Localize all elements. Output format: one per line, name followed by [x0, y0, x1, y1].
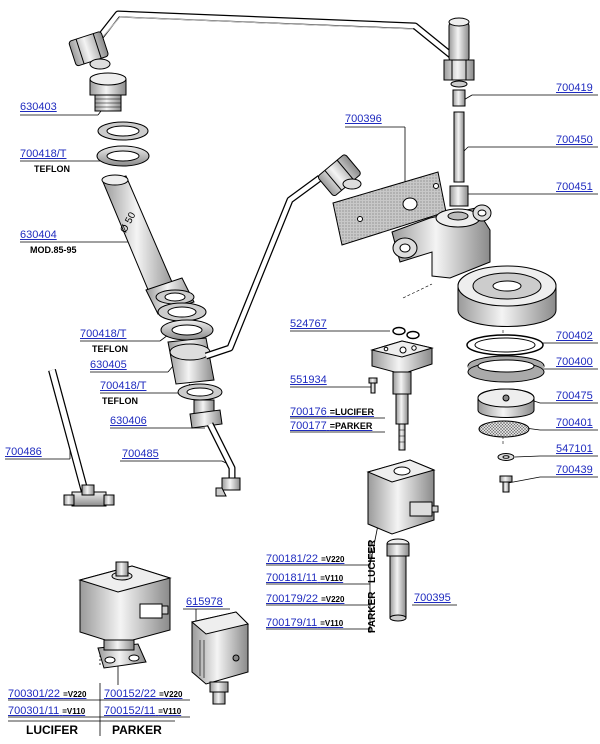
part-link-700181-11[interactable]: 700181/11 =V110: [266, 572, 344, 584]
part-link-700486[interactable]: 700486: [5, 446, 42, 458]
part-link-524767[interactable]: 524767: [290, 318, 327, 330]
part-link-700475[interactable]: 700475: [556, 390, 593, 402]
part-link-700152-11[interactable]: 700152/11 =V110: [104, 705, 182, 717]
material-note: TEFLON: [92, 344, 128, 354]
part-link-700439[interactable]: 700439: [556, 464, 593, 476]
part-link-700400[interactable]: 700400: [556, 356, 593, 368]
part-link-700396[interactable]: 700396: [345, 113, 382, 125]
part-link-700418-t[interactable]: 700418/T: [100, 380, 147, 392]
part-link-700401[interactable]: 700401: [556, 417, 593, 429]
part-link-700451[interactable]: 700451: [556, 181, 593, 193]
part-link-700419[interactable]: 700419: [556, 82, 593, 94]
top-pipe: [93, 10, 455, 59]
footer-label-parker: PARKER: [112, 723, 162, 737]
part-link-700181-22[interactable]: 700181/22 =V220: [266, 553, 345, 565]
part-link-630404[interactable]: 630404: [20, 229, 57, 241]
part-link-700177[interactable]: 700177 =PARKER: [290, 420, 373, 432]
part-link-547101[interactable]: 547101: [556, 443, 593, 455]
footer-label-lucifer: LUCIFER: [26, 723, 78, 737]
solenoid-valve: [366, 326, 439, 622]
part-link-700418-t[interactable]: 700418/T: [20, 148, 67, 160]
material-note: TEFLON: [34, 164, 70, 174]
material-note: TEFLON: [102, 396, 138, 406]
part-link-700395[interactable]: 700395: [414, 592, 451, 604]
part-link-700179-11[interactable]: 700179/11 =V110: [266, 617, 344, 629]
part-link-700301-22[interactable]: 700301/22 =V220: [8, 688, 87, 700]
brand-label-lucifer: LUCIFER: [367, 539, 378, 583]
part-link-700152-22[interactable]: 700152/22 =V220: [104, 688, 183, 700]
part-link-700418-t[interactable]: 700418/T: [80, 328, 127, 340]
tee-pipe-700486: [48, 368, 115, 507]
model-note: MOD.85-95: [30, 245, 77, 255]
part-link-700450[interactable]: 700450: [556, 134, 593, 146]
solenoid-valve-assembly: [78, 561, 172, 669]
part-link-630403[interactable]: 630403: [20, 101, 57, 113]
part-link-700179-22[interactable]: 700179/22 =V220: [266, 593, 345, 605]
group-head-assembly: [332, 17, 557, 493]
part-link-630405[interactable]: 630405: [90, 359, 127, 371]
part-link-615978[interactable]: 615978: [186, 596, 223, 608]
connector-615978: [190, 611, 249, 705]
part-link-700485[interactable]: 700485: [122, 448, 159, 460]
part-link-551934[interactable]: 551934: [290, 374, 327, 386]
part-link-630406[interactable]: 630406: [110, 415, 147, 427]
left-fitting-assembly: [68, 31, 362, 497]
part-link-700176[interactable]: 700176 =LUCIFER: [290, 406, 375, 418]
part-link-700301-11[interactable]: 700301/11 =V110: [8, 705, 86, 717]
part-link-700402[interactable]: 700402: [556, 330, 593, 342]
brand-label-parker: PARKER: [367, 591, 378, 633]
